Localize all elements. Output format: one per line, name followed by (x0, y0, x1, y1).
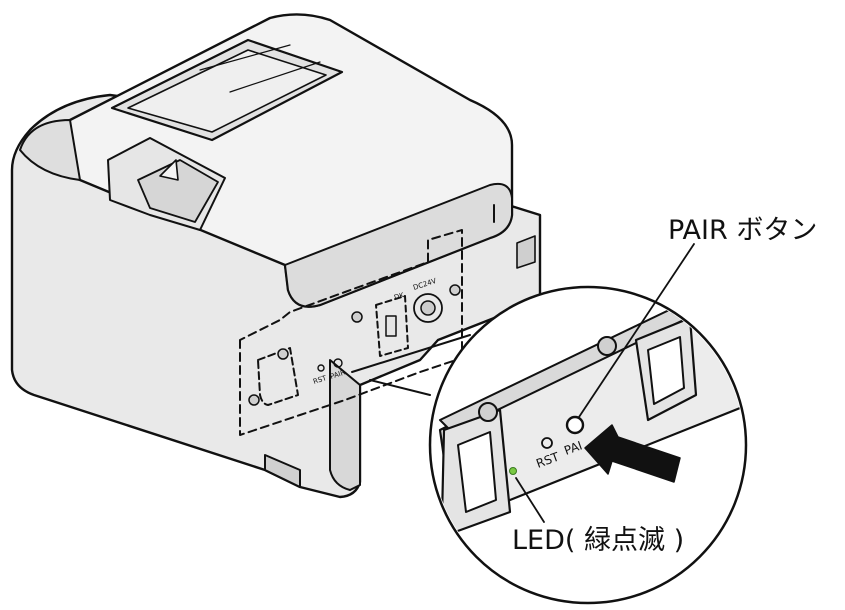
rear-panel (239, 229, 463, 436)
zoom-label-pair: PAI (562, 438, 584, 457)
zoom-screw-right (597, 336, 617, 356)
panel-screw (351, 311, 363, 323)
pair-button[interactable] (565, 415, 585, 435)
dk-connector (375, 295, 409, 357)
printer-side-face (329, 359, 361, 491)
panel-screw (248, 394, 260, 406)
led-callout: LED( 緑点滅 ) (512, 525, 685, 556)
dc24v-jack-inner (420, 300, 436, 316)
status-led (509, 467, 517, 475)
press-arrow-icon (584, 424, 681, 483)
panel-label-dk: DK (393, 291, 405, 302)
printer-cover-edge (19, 119, 81, 181)
pair-button-callout: PAIR ボタン (668, 215, 818, 246)
leader-lines (515, 243, 695, 523)
panel-screw (277, 348, 289, 360)
printer-foot (264, 454, 301, 488)
led-leader-line (515, 477, 545, 523)
printer-side-slot (516, 235, 536, 269)
rst-hole-small (317, 364, 325, 372)
zoom-cone (351, 334, 471, 396)
rear-panel-handle-left (257, 347, 299, 406)
pair-hole-small (333, 358, 343, 368)
dk-jack (385, 315, 397, 337)
lever-arrow-icon (159, 159, 179, 181)
printer-body (10, 13, 542, 499)
printer-top-recess-inner (127, 49, 327, 133)
zoom-rst-hole (541, 437, 553, 449)
rear-panel-outline (239, 229, 463, 436)
panel-screw (449, 284, 461, 296)
printer-cover-lip (284, 182, 513, 308)
pair-leader-line (578, 243, 695, 418)
zoom-screw-left (478, 402, 498, 422)
